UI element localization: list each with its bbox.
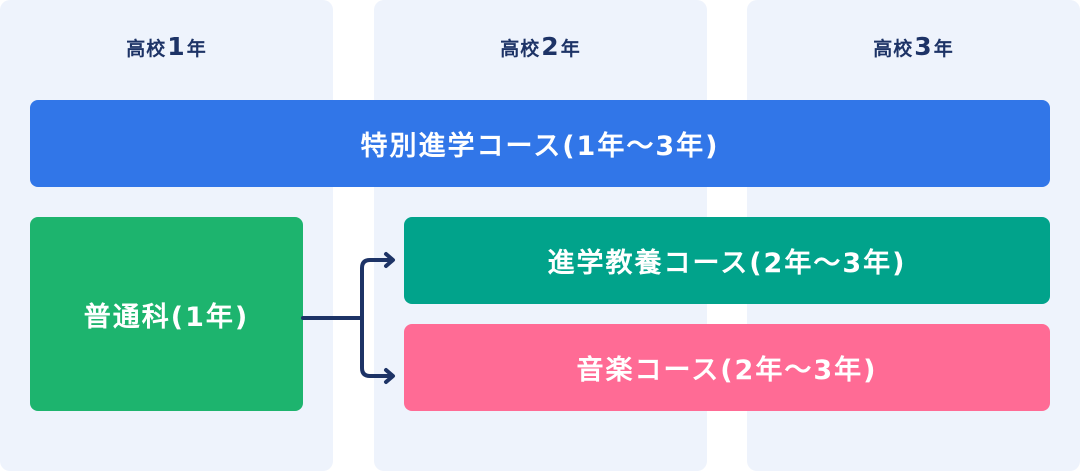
year-3-number: 3	[914, 32, 933, 61]
year-3-heading: 高校3年	[747, 32, 1080, 61]
general-course-box: 普通科(1年)	[30, 217, 303, 411]
year-3-suffix: 年	[933, 38, 954, 60]
year-2-heading: 高校2年	[374, 32, 707, 61]
year-3-prefix: 高校	[873, 38, 914, 60]
year-1-heading: 高校1年	[0, 32, 333, 61]
year-1-suffix: 年	[186, 38, 207, 60]
year-2-suffix: 年	[560, 38, 581, 60]
year-1-number: 1	[167, 32, 186, 61]
year-1-prefix: 高校	[126, 38, 167, 60]
year-2-number: 2	[541, 32, 560, 61]
music-course-bar: 音楽コース(2年〜3年)	[404, 324, 1050, 411]
special-advanced-course-bar: 特別進学コース(1年〜3年)	[30, 100, 1050, 187]
year-2-prefix: 高校	[500, 38, 541, 60]
liberal-arts-course-bar: 進学教養コース(2年〜3年)	[404, 217, 1050, 304]
